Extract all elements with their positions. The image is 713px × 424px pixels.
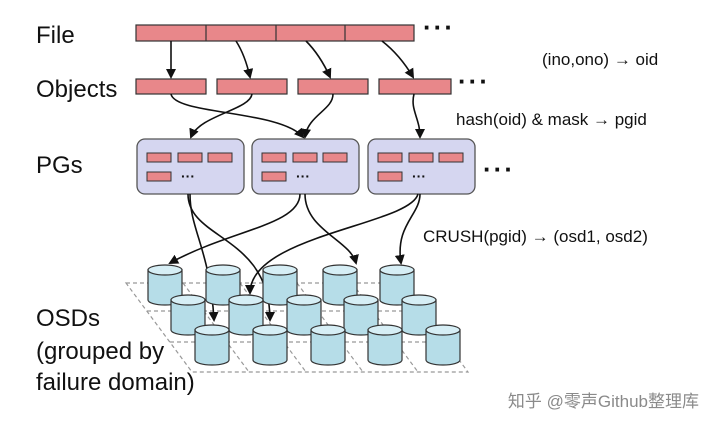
object-block bbox=[216, 78, 288, 95]
osd-disk bbox=[425, 324, 461, 366]
osd-disk bbox=[228, 294, 264, 336]
osd-disk bbox=[147, 264, 183, 306]
osd-disk bbox=[170, 294, 206, 336]
osd-disk bbox=[262, 264, 298, 306]
object-block bbox=[297, 78, 369, 95]
osds-label-line1: OSDs bbox=[36, 305, 101, 332]
ino-ono-note: (ino,ono) → oid bbox=[542, 50, 659, 69]
crush-note: CRUSH(pgid) → (osd1, osd2) bbox=[423, 227, 648, 246]
object-block bbox=[135, 78, 207, 95]
objects-to-pgs-arrows bbox=[170, 93, 425, 139]
file-label: File bbox=[36, 22, 75, 49]
osds-label-line3: failure domain) bbox=[36, 369, 195, 396]
osd-disk bbox=[367, 324, 403, 366]
osd-disk bbox=[205, 264, 241, 306]
objects-label: Objects bbox=[36, 76, 118, 103]
osd-disk bbox=[401, 294, 437, 336]
osd-disks bbox=[147, 264, 461, 366]
file-ellipsis: ··· bbox=[423, 12, 455, 42]
svg-text:···: ··· bbox=[181, 168, 195, 184]
osd-disk bbox=[343, 294, 379, 336]
file-to-objects-arrows bbox=[166, 40, 415, 79]
osds-label-line2: (grouped by bbox=[36, 338, 165, 365]
osd-disk bbox=[310, 324, 346, 366]
hash-note: hash(oid) & mask → pgid bbox=[456, 110, 647, 129]
pgs-label: PGs bbox=[36, 152, 83, 179]
pg-box: ··· bbox=[251, 138, 360, 195]
pg-box: ··· bbox=[136, 138, 245, 195]
svg-text:···: ··· bbox=[296, 168, 310, 184]
objects-ellipsis: ··· bbox=[458, 66, 490, 96]
watermark: 知乎 @零声Github整理库 bbox=[507, 392, 699, 411]
osd-disk bbox=[252, 324, 288, 366]
object-block bbox=[378, 78, 452, 95]
pgs-ellipsis: ··· bbox=[483, 154, 515, 184]
osd-disk bbox=[194, 324, 230, 366]
svg-text:···: ··· bbox=[412, 168, 426, 184]
file-bar bbox=[135, 24, 415, 42]
objects-row bbox=[135, 78, 452, 95]
pg-box: ··· bbox=[367, 138, 476, 195]
osd-disk bbox=[379, 264, 415, 306]
